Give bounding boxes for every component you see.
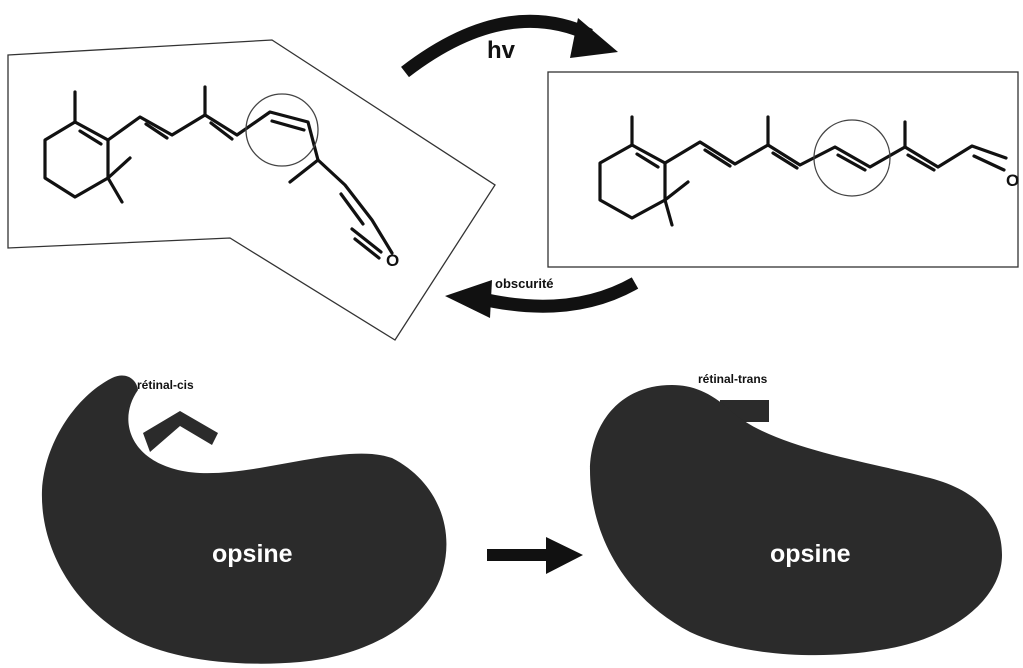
dark-arrow-curve: [476, 277, 639, 313]
trans-polyene-chain: [663, 140, 1008, 169]
right-opsin-blob: [590, 385, 1002, 656]
trans-retinal-structure: [598, 115, 1008, 227]
cis-retinal-label: rétinal-cis: [137, 378, 194, 392]
photo-arrow-head: [570, 18, 618, 58]
trans-gem-methyl-b: [663, 198, 674, 227]
cis-isomerization-circle: [245, 93, 319, 167]
cis-aldehyde-double: [353, 237, 381, 260]
cis-aldehyde-bond: [350, 227, 383, 254]
cis-chain-double-3: [270, 119, 306, 132]
left-opsin-blob: [41, 375, 447, 664]
trans-gem-methyl-a: [663, 180, 690, 202]
trans-chain-double-2: [771, 151, 799, 170]
trans-chain-double-3: [836, 153, 867, 172]
cis-chain-methyl-2: [288, 158, 320, 184]
photo-arrow-curve: [401, 14, 593, 78]
cis-retinal-structure: [43, 85, 394, 260]
dark-arrow-head: [445, 280, 492, 318]
cis-ring-double-bond: [78, 129, 103, 146]
right-opsin-label: opsine: [770, 540, 851, 568]
left-opsin-label: opsine: [212, 540, 293, 568]
photo-label: hv: [487, 37, 516, 64]
cis-oxygen-label: O: [386, 251, 399, 270]
trans-retinal-label: rétinal-trans: [698, 372, 768, 386]
cis-retinal-shape: [143, 411, 218, 452]
trans-chain-double-4: [906, 153, 936, 172]
cis-chain-double-2: [209, 121, 234, 141]
trans-ring-double-bond: [635, 152, 660, 169]
cis-gem-methyl-b: [106, 176, 124, 204]
cis-ring-bonds: [43, 120, 110, 199]
reaction-arrow-head: [546, 537, 583, 574]
dark-label: obscurité: [495, 276, 554, 291]
trans-aldehyde-double: [972, 154, 1006, 172]
cis-chain-double-1: [144, 122, 169, 140]
trans-ring-bonds: [598, 143, 667, 220]
trans-retinal-frame: [547, 71, 1019, 268]
trans-isomerization-circle: [813, 119, 891, 197]
cis-retinal-frame: [7, 39, 496, 341]
cis-polyene-chain: [106, 110, 394, 255]
cis-gem-methyl-a: [106, 156, 132, 180]
trans-oxygen-label: O: [1006, 171, 1019, 190]
cis-chain-double-4: [339, 192, 365, 226]
trans-chain-double-1: [703, 148, 732, 168]
